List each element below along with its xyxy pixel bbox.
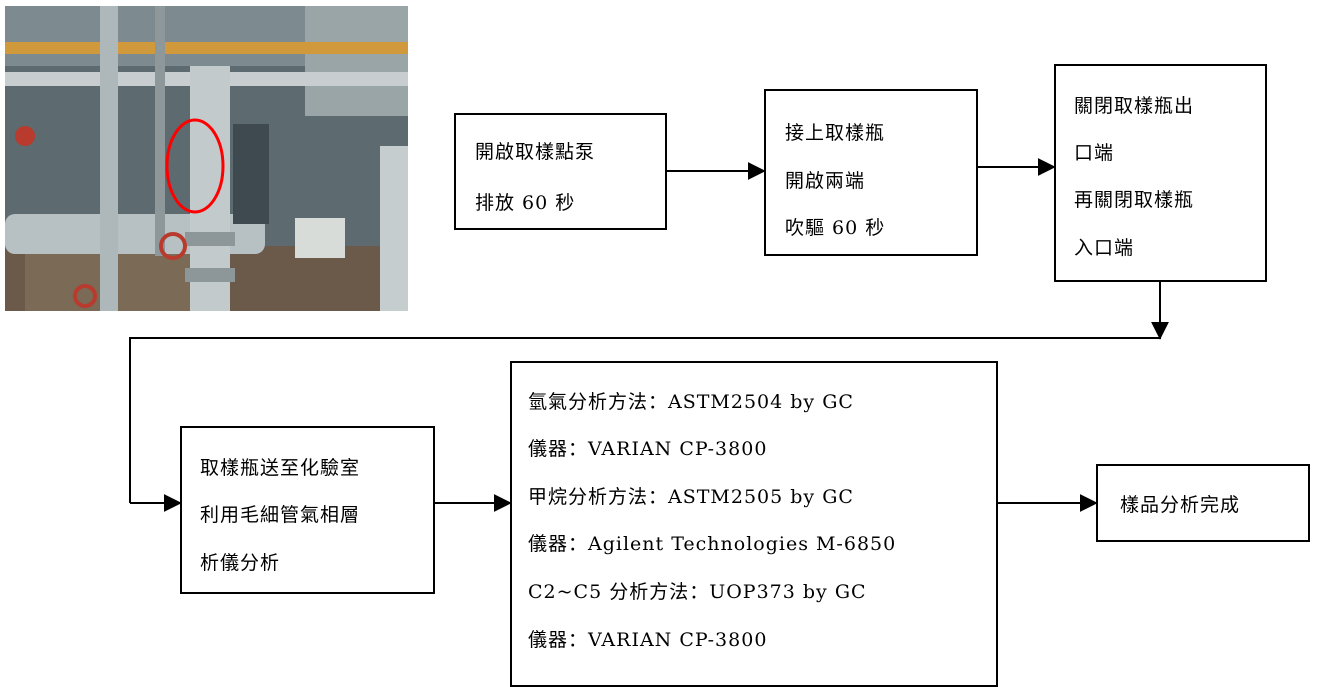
step-done: 樣品分析完成 — [1096, 464, 1310, 542]
step-text: 接上取樣瓶 — [785, 122, 886, 144]
method-text: 儀器：VARIAN CP-3800 — [528, 629, 768, 651]
step-text: 再關閉取樣瓶 — [1074, 189, 1195, 211]
step-text: 取樣瓶送至化驗室 — [200, 457, 361, 479]
step-send-lab: 取樣瓶送至化驗室 利用毛細管氣相層 析儀分析 — [180, 426, 435, 594]
step-connect-bottle: 接上取樣瓶 開啟兩端 吹驅 60 秒 — [764, 89, 978, 256]
step-text: 排放 60 秒 — [475, 192, 576, 214]
step-text: 開啟取樣點泵 — [475, 141, 596, 163]
method-text: 儀器：VARIAN CP-3800 — [528, 438, 768, 460]
pipe-valve-photo-icon — [5, 6, 408, 311]
arrow-close-to-lab — [129, 282, 1161, 503]
step-analysis-methods: 氫氣分析方法：ASTM2504 by GC 儀器：VARIAN CP-3800 … — [510, 361, 998, 687]
step-text: 關閉取樣瓶出 — [1074, 95, 1195, 117]
method-text: 儀器：Agilent Technologies M-6850 — [528, 533, 897, 555]
step-text: 樣品分析完成 — [1120, 494, 1241, 516]
step-close-bottle: 關閉取樣瓶出 口端 再關閉取樣瓶 入口端 — [1054, 64, 1267, 282]
step-text: 入口端 — [1074, 237, 1135, 259]
step-open-pump: 開啟取樣點泵 排放 60 秒 — [454, 113, 667, 230]
step-text: 吹驅 60 秒 — [785, 217, 886, 239]
sampling-point-photo — [5, 6, 408, 311]
step-text: 開啟兩端 — [785, 170, 866, 192]
method-text: 甲烷分析方法：ASTM2505 by GC — [528, 486, 854, 508]
method-text: C2~C5 分析方法：UOP373 by GC — [528, 581, 867, 603]
step-text: 口端 — [1074, 142, 1115, 164]
step-text: 析儀分析 — [200, 552, 281, 574]
method-text: 氫氣分析方法：ASTM2504 by GC — [528, 391, 854, 413]
step-text: 利用毛細管氣相層 — [200, 504, 361, 526]
